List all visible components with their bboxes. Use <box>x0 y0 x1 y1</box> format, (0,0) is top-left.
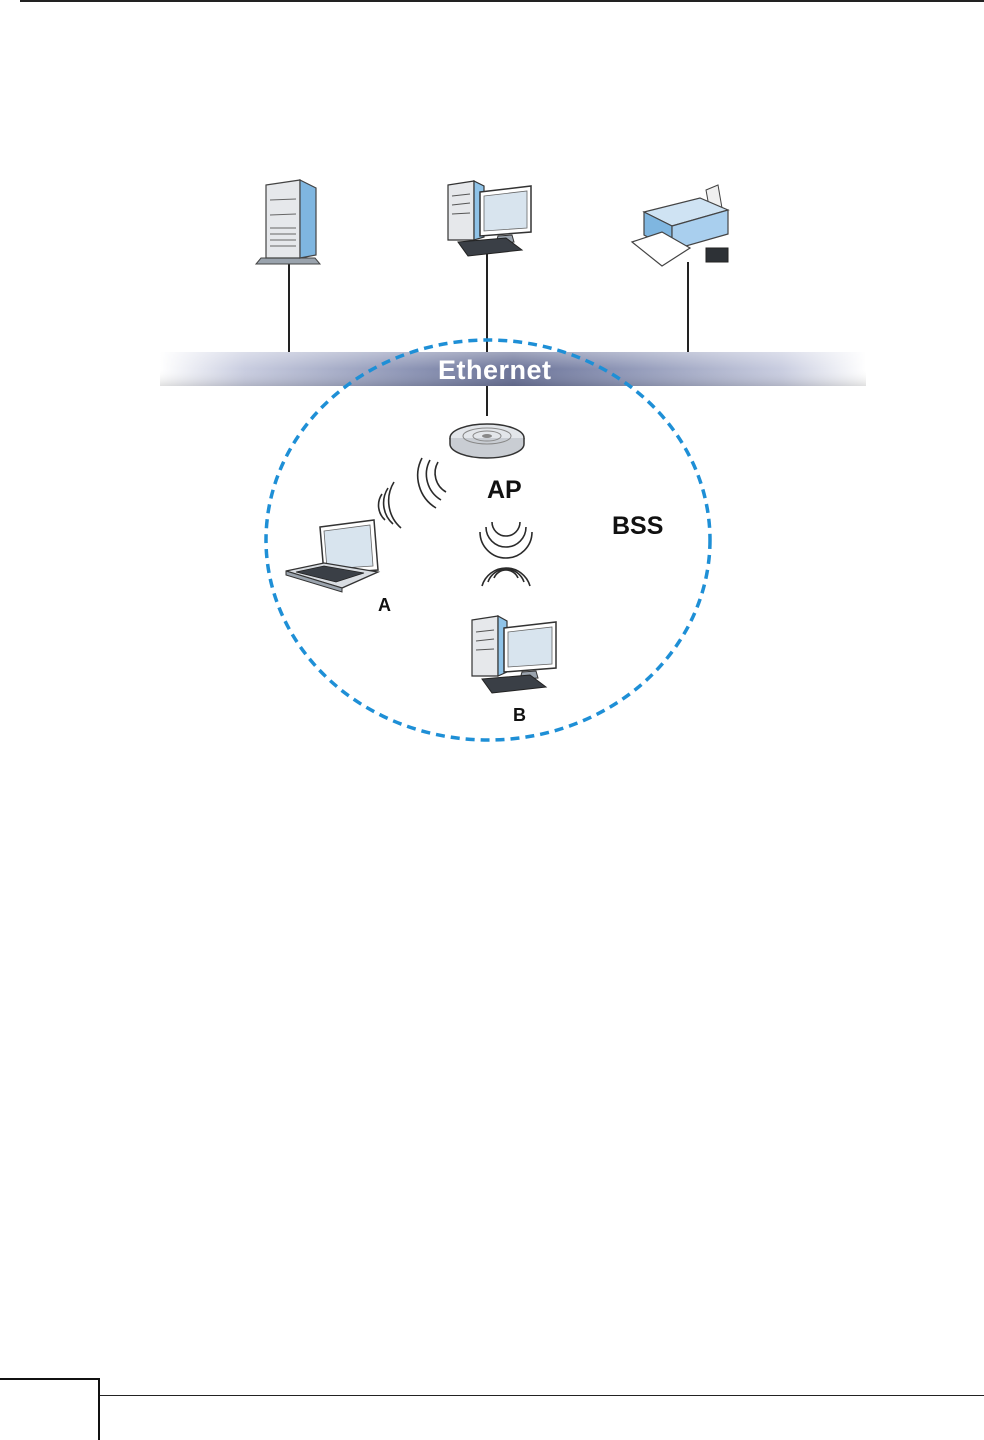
station-b-label: B <box>513 705 526 726</box>
laptop-icon <box>286 520 378 592</box>
desktop-computer-icon <box>448 181 531 256</box>
desktop-computer-icon <box>472 616 556 693</box>
wireless-signal-icon <box>379 458 446 528</box>
footer-rule <box>0 1395 984 1396</box>
page-number-box <box>0 1378 100 1440</box>
access-point-label: AP <box>487 476 522 505</box>
ethernet-label: Ethernet <box>438 355 552 386</box>
wireless-signal-icon <box>480 522 532 586</box>
printer-icon <box>632 185 728 266</box>
bss-label: BSS <box>612 512 663 541</box>
network-links <box>289 250 688 416</box>
server-icon <box>256 180 320 264</box>
station-a-label: A <box>378 595 391 616</box>
bss-network-diagram <box>0 0 984 800</box>
access-point-icon <box>450 424 524 458</box>
